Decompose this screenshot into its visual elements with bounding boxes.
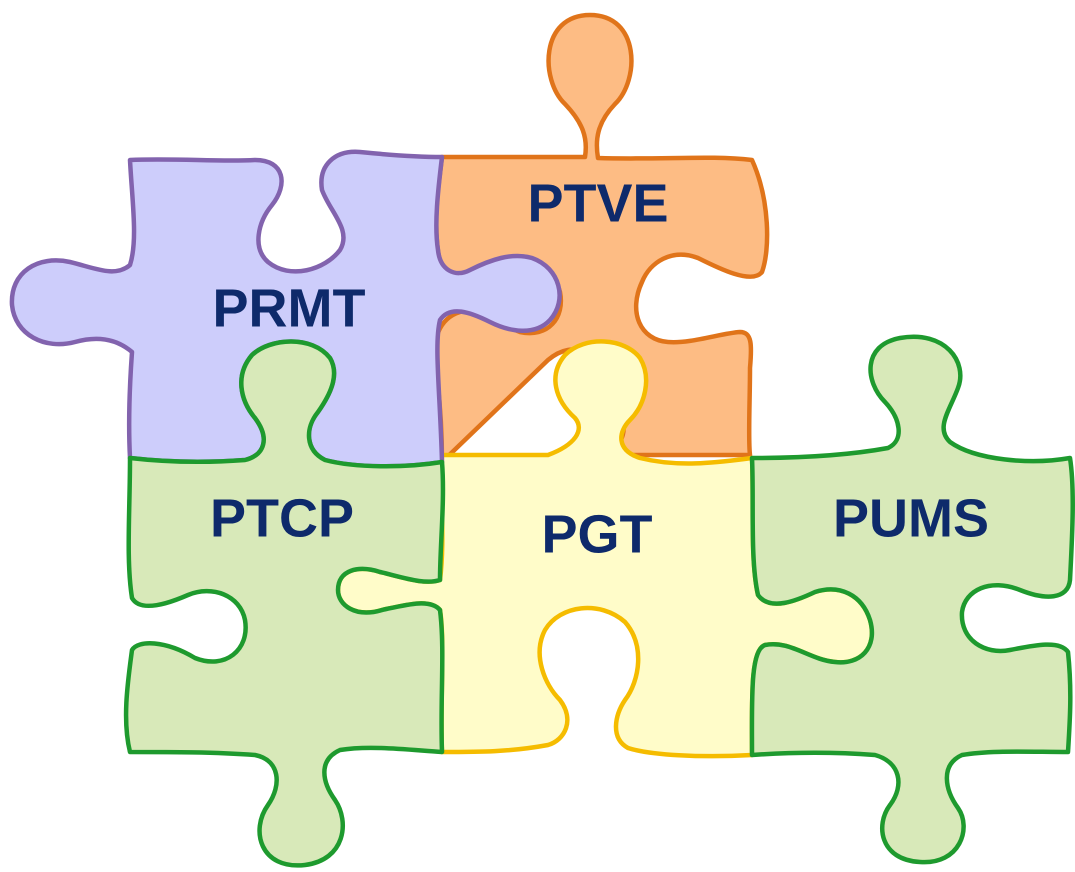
piece-ptve-shape: [432, 12, 770, 465]
piece-pums: PUMS: [749, 334, 1075, 865]
piece-ptcp-label: PTCP: [210, 488, 354, 548]
piece-pums-shape: [749, 334, 1075, 865]
piece-prmt: PRMT: [9, 149, 562, 469]
piece-ptve: PTVE: [432, 12, 770, 465]
piece-ptcp: PTCP: [123, 339, 446, 868]
piece-prmt-label: PRMT: [213, 278, 366, 338]
piece-pums-label: PUMS: [833, 488, 989, 548]
piece-pgt-label: PGT: [541, 504, 652, 564]
piece-ptve-label: PTVE: [527, 173, 668, 233]
piece-prmt-shape: [9, 149, 562, 469]
piece-ptcp-shape: [123, 339, 446, 868]
